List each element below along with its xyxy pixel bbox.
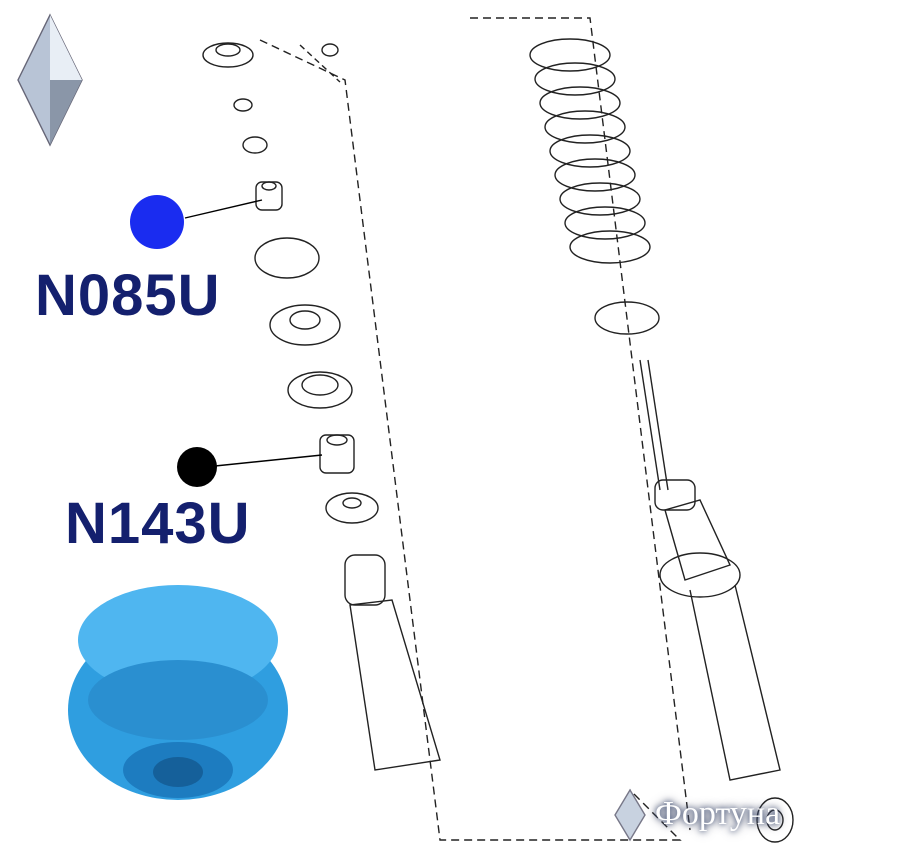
- spring-coil: [539, 86, 621, 120]
- spring-coil: [544, 110, 626, 144]
- coil-spring: [529, 38, 651, 264]
- assembly-outline-right: [470, 17, 691, 831]
- top-mount: [202, 42, 379, 524]
- spring-coil: [564, 206, 646, 240]
- dust-boot: [344, 554, 441, 771]
- shock-absorber: [639, 359, 794, 843]
- spring-coil: [549, 134, 631, 168]
- watermark-text: Фортуна: [655, 795, 781, 832]
- spring-coil: [569, 230, 651, 264]
- spring-coil: [554, 158, 636, 192]
- part-label-n085u: N085U: [35, 263, 221, 328]
- spring-coil: [529, 38, 611, 72]
- part-label-n143u: N143U: [65, 491, 251, 556]
- spring-coil: [559, 182, 641, 216]
- bushing-product-image: [68, 585, 288, 800]
- marker-n143u: [177, 447, 217, 487]
- watermark-logo-icon: [614, 788, 646, 842]
- assembly-outline-left: [259, 39, 682, 841]
- brand-logo-icon: [17, 13, 83, 147]
- spring-coil: [534, 62, 616, 96]
- marker-n085u: [130, 195, 184, 249]
